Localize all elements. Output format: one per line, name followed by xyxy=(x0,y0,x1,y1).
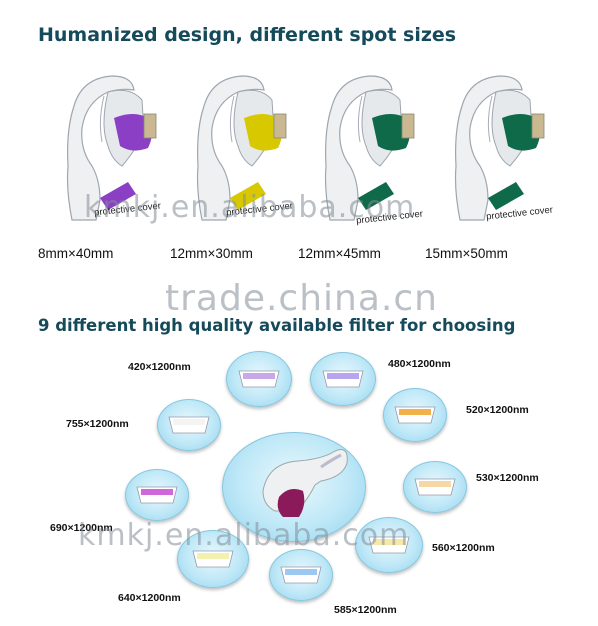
filter-icon xyxy=(237,367,281,396)
filter-wavelength-label: 640×1200nm xyxy=(118,592,181,604)
filter-icon xyxy=(321,367,365,396)
spot-size-label: 12mm×45mm xyxy=(298,246,381,261)
filter-icon xyxy=(135,483,179,512)
filter-icon xyxy=(279,563,323,592)
spot-size-label: 12mm×30mm xyxy=(170,246,253,261)
filter-wavelength-label: 560×1200nm xyxy=(432,542,495,554)
filter-icon xyxy=(167,413,211,442)
handpiece-image xyxy=(182,70,312,230)
filter-wavelength-label: 585×1200nm xyxy=(334,604,397,616)
filter-icon xyxy=(413,475,457,504)
handpiece-image xyxy=(52,70,182,230)
spot-size-label: 15mm×50mm xyxy=(425,246,508,261)
filter-bubble xyxy=(125,469,189,521)
filter-bubble xyxy=(403,461,467,513)
watermark-text: kmkj.en.alibaba.com xyxy=(78,518,410,553)
handpiece-image xyxy=(310,70,440,230)
watermark-text: trade.china.cn xyxy=(165,278,438,319)
filter-bubble xyxy=(355,517,423,573)
filter-wavelength-label: 420×1200nm xyxy=(128,361,191,373)
filter-bubble xyxy=(383,388,447,442)
filter-wavelength-label: 755×1200nm xyxy=(66,418,129,430)
section-title-filters: 9 different high quality available filte… xyxy=(38,316,516,335)
filter-bubble xyxy=(310,352,376,406)
handpiece-icon xyxy=(262,449,348,517)
filter-wavelength-label: 480×1200nm xyxy=(388,358,451,370)
filter-bubble xyxy=(157,399,221,451)
spot-size-label: 8mm×40mm xyxy=(38,246,114,261)
handpiece-image xyxy=(440,70,570,230)
section-title-spot-sizes: Humanized design, different spot sizes xyxy=(38,24,457,46)
filter-bubble xyxy=(269,549,333,601)
watermark-text: kmkj.en.alibaba.com xyxy=(84,190,416,225)
filter-bubble xyxy=(177,530,249,588)
filter-wavelength-label: 520×1200nm xyxy=(466,404,529,416)
filter-icon xyxy=(393,403,437,432)
filter-icon xyxy=(191,547,235,576)
filter-icon xyxy=(367,533,411,562)
filter-wavelength-label: 530×1200nm xyxy=(476,472,539,484)
filter-wavelength-label: 690×1200nm xyxy=(50,522,113,534)
center-handpiece-bubble xyxy=(222,432,366,542)
filter-bubble xyxy=(226,351,292,407)
